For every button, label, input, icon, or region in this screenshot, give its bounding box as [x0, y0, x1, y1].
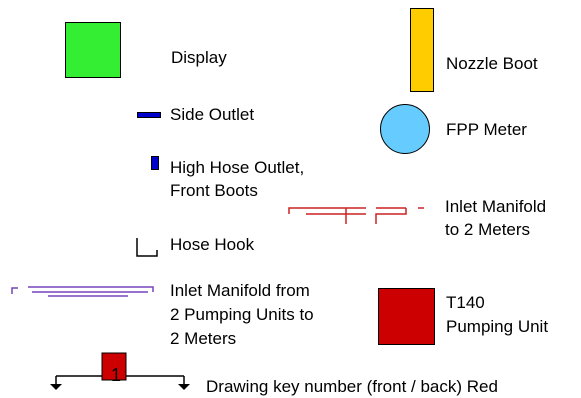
side-outlet-swatch — [137, 112, 161, 118]
pumping-unit-label-line1: T140 — [446, 293, 485, 312]
inlet-manifold-pumping-symbol — [11, 286, 154, 297]
inlet-manifold-to-meters-label-line1: Inlet Manifold — [445, 197, 547, 216]
inlet-manifold-pumping-label-line2: 2 Pumping Units to — [170, 305, 314, 324]
inlet-manifold-to-meters-symbol — [288, 207, 424, 224]
pumping-unit-swatch — [378, 288, 435, 345]
fpp-meter-label: FPP Meter — [446, 120, 527, 139]
drawing-key-number: 1 — [110, 365, 121, 385]
hose-hook-symbol — [136, 238, 158, 257]
drawing-key-symbol — [50, 352, 190, 390]
inlet-manifold-to-meters-label-line2: to 2 Meters — [445, 220, 531, 239]
high-hose-outlet-label-line1: High Hose Outlet, — [170, 158, 305, 177]
inlet-manifold-pumping-label-line1: Inlet Manifold from — [170, 281, 310, 300]
drawing-key-label: Drawing key number (front / back) Red — [206, 377, 498, 396]
nozzle-boot-swatch — [410, 8, 434, 92]
hose-hook-label: Hose Hook — [170, 235, 255, 254]
side-outlet-label: Side Outlet — [170, 105, 255, 124]
pumping-unit-label-line2: Pumping Unit — [446, 317, 549, 336]
high-hose-outlet-label-line2: Front Boots — [170, 181, 258, 200]
nozzle-boot-label: Nozzle Boot — [446, 54, 538, 73]
inlet-manifold-pumping-label-line3: 2 Meters — [170, 329, 237, 348]
display-label: Display — [171, 48, 227, 67]
fpp-meter-swatch — [380, 104, 430, 154]
high-hose-outlet-swatch — [151, 156, 159, 170]
display-swatch — [65, 22, 121, 78]
